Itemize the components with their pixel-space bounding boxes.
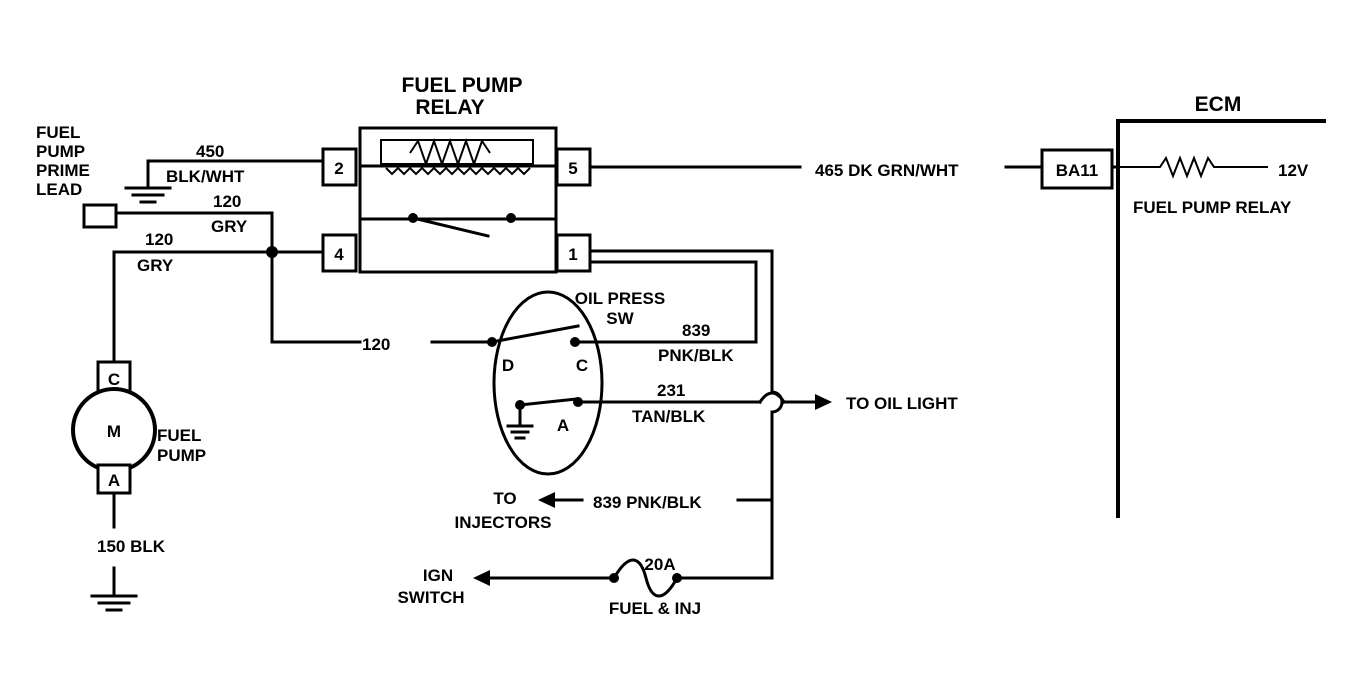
wire-839-injectors-label: 839 PNK/BLK xyxy=(593,493,702,512)
wire-150-label: 150 BLK xyxy=(97,537,166,556)
wire-231-number: 231 xyxy=(657,381,685,400)
prime-lead-line3: PRIME xyxy=(36,161,90,180)
wire-450-blk-wht: 450 BLK/WHT xyxy=(124,142,325,204)
ecm-resistor xyxy=(1118,155,1268,179)
wire-120-left-color: GRY xyxy=(137,256,174,275)
wire-120-top-number: 120 xyxy=(213,192,241,211)
relay-body xyxy=(358,126,558,274)
to-oil-light-label: TO OIL LIGHT xyxy=(846,394,958,413)
oil-switch-line1: OIL PRESS xyxy=(575,289,665,308)
relay-title-line1: FUEL PUMP xyxy=(402,74,523,97)
prime-lead-line2: PUMP xyxy=(36,142,85,161)
relay-pin-4-label: 4 xyxy=(334,245,344,264)
relay-pin-5-label: 5 xyxy=(568,159,577,178)
fuel-pump-prime-lead: FUEL PUMP PRIME LEAD xyxy=(36,123,118,229)
relay-coil xyxy=(380,137,534,176)
oil-switch-term-d: D xyxy=(502,356,514,375)
fuse-element xyxy=(611,558,680,598)
wire-120-to-oil-switch: 120 xyxy=(270,250,494,354)
oil-switch-line2: SW xyxy=(606,309,634,328)
wire-120-top-color: GRY xyxy=(211,217,248,236)
ign-switch-arrow xyxy=(473,570,490,586)
pump-label-line1: FUEL xyxy=(157,426,201,445)
relay-title-line2: RELAY xyxy=(415,96,484,119)
ecm-pin-ba11 xyxy=(1040,148,1114,190)
oil-switch-term-c: C xyxy=(576,356,588,375)
injectors-arrow xyxy=(538,492,555,508)
pump-motor-label: M xyxy=(107,422,121,441)
ign-switch-line2: SWITCH xyxy=(397,588,464,607)
ecm-relay-label: FUEL PUMP RELAY xyxy=(1133,198,1292,217)
prime-lead-connector xyxy=(82,203,118,229)
wire-120-gry-top: 120 GRY xyxy=(114,192,274,254)
ign-switch-line1: IGN xyxy=(423,566,453,585)
fuse-rating: 20A xyxy=(644,555,675,574)
pump-terminal-c-label: C xyxy=(108,370,120,389)
oil-switch-term-a: A xyxy=(557,416,569,435)
ecm-pin-ba11-label: BA11 xyxy=(1056,161,1099,180)
wire-231-color: TAN/BLK xyxy=(632,407,706,426)
wire-120-gry-left: 120 GRY xyxy=(112,230,325,364)
oil-switch-housing xyxy=(492,290,604,476)
pump-label-line2: PUMP xyxy=(157,446,206,465)
oil-pressure-switch: OIL PRESS SW D C A xyxy=(487,289,665,476)
fuse-fuel-inj: 20A FUEL & INJ IGN SWITCH xyxy=(397,555,701,618)
relay-pin-2 xyxy=(321,147,358,187)
fuel-pump-relay: FUEL PUMP RELAY 2 4 5 1 xyxy=(321,74,592,274)
relay-pin-4 xyxy=(321,233,358,273)
wire-839-to-injectors: 839 PNK/BLK TO INJECTORS xyxy=(455,489,774,532)
wire-839-number: 839 xyxy=(682,321,710,340)
wire-450-number: 450 xyxy=(196,142,224,161)
wire-839-pnk-blk-switch: 839 PNK/BLK xyxy=(573,260,758,365)
to-injectors-line1: TO xyxy=(493,489,516,508)
oil-light-arrow xyxy=(815,394,832,410)
relay-pin-2-label: 2 xyxy=(334,159,343,178)
wire-450-color: BLK/WHT xyxy=(166,167,245,186)
relay-pin-1-label: 1 xyxy=(568,245,577,264)
relay-pin-1 xyxy=(555,233,592,273)
wire-150-blk: 150 BLK xyxy=(90,491,166,612)
pump-terminal-a-label: A xyxy=(108,471,120,490)
ecm-module: ECM BA11 12V FUEL PUMP RELAY xyxy=(1040,93,1326,518)
wire-839-color: PNK/BLK xyxy=(658,346,734,365)
wire-465-label: 465 DK GRN/WHT xyxy=(815,161,959,180)
prime-lead-line1: FUEL xyxy=(36,123,80,142)
fuel-pump-motor: C M A FUEL PUMP xyxy=(71,360,206,495)
relay-switch-contact xyxy=(408,213,516,238)
fuse-name: FUEL & INJ xyxy=(609,599,701,618)
wire-120-left-number: 120 xyxy=(145,230,173,249)
to-injectors-line2: INJECTORS xyxy=(455,513,552,532)
wire-231-tan-blk: 231 TAN/BLK TO OIL LIGHT xyxy=(576,381,958,426)
ecm-voltage: 12V xyxy=(1278,161,1309,180)
ecm-outline xyxy=(1116,119,1326,518)
ecm-title: ECM xyxy=(1195,93,1242,116)
wire-465-dk-grn-wht: 465 DK GRN/WHT xyxy=(588,161,1042,180)
prime-lead-line4: LEAD xyxy=(36,180,82,199)
wire-120-switch-number: 120 xyxy=(362,335,390,354)
